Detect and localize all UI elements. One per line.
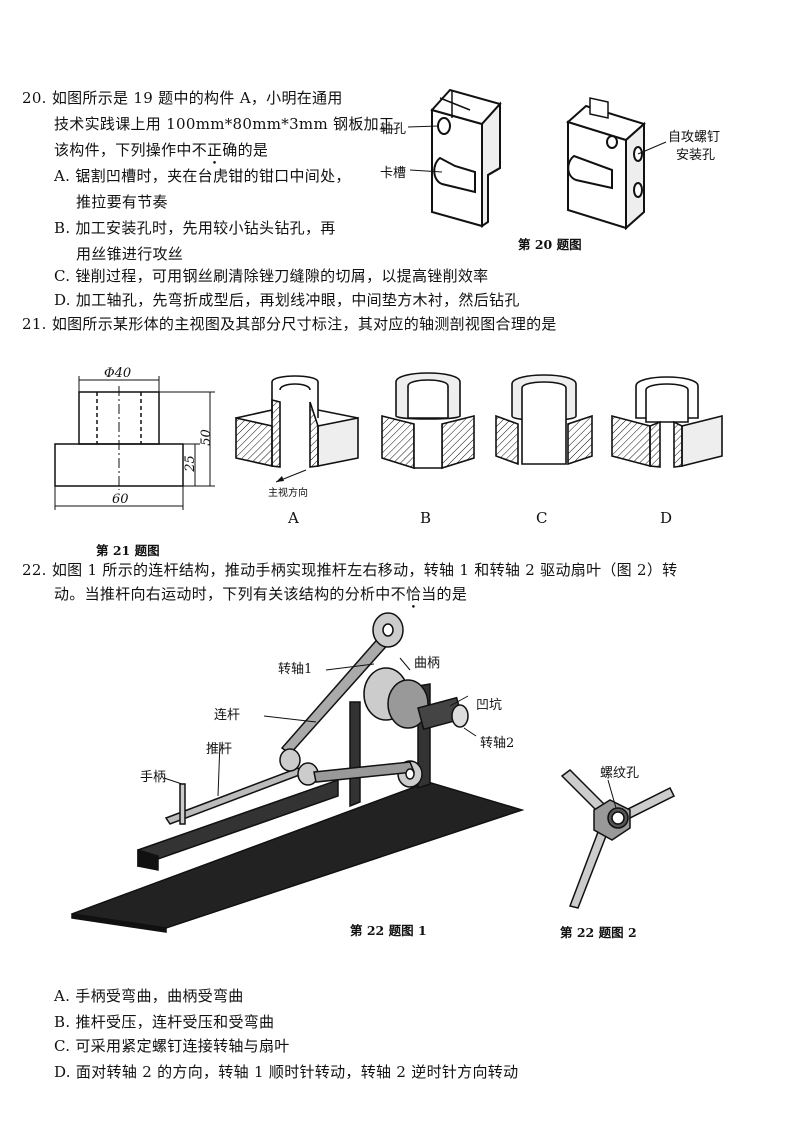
q22-option-b: B. 推杆受压，连杆受压和受弯曲: [54, 1013, 275, 1031]
q20-label-screw-hole-1: 自攻螺钉: [668, 130, 721, 145]
q20-option-b-line2: 用丝锥进行攻丝: [76, 245, 184, 263]
q21-dim-width: 60: [112, 492, 129, 507]
q20-caption: 第 20 题图: [518, 237, 582, 252]
q21-choice-b: B: [420, 509, 432, 527]
q20-option-c: C. 锉削过程，可用钢丝刷清除锉刀缝隙的切屑，以提高锉削效率: [54, 267, 489, 285]
q22-option-c: C. 可采用紧定螺钉连接转轴与扇叶: [54, 1037, 290, 1055]
q21-choice-c: C: [536, 509, 548, 527]
q21-dim-lower: 25: [182, 455, 198, 472]
q22-label-handle: 手柄: [140, 770, 167, 785]
q21-option-c-view: [495, 374, 593, 466]
q22-label-crank: 曲柄: [414, 656, 441, 671]
q22-caption-1: 第 22 题图 1: [350, 923, 427, 938]
q22-label-shaft2: 转轴2: [480, 736, 515, 751]
q21-option-b-view: [381, 372, 475, 470]
q21-dim-height: 50: [198, 429, 214, 446]
q21-stem: 21. 如图所示某形体的主视图及其部分尺寸标注，其对应的轴测剖视图合理的是: [22, 315, 557, 333]
q20-stem-prefix: 该构件，下列操作中: [54, 141, 192, 159]
q21-view-direction: 主视方向: [268, 488, 308, 499]
q22-option-d: D. 面对转轴 2 的方向，转轴 1 顺时针转动，转轴 2 逆时针方向转动: [54, 1063, 519, 1081]
q22-fan-blade-figure: [560, 769, 676, 909]
q21-front-view: [54, 376, 215, 510]
q21-choice-a: A: [288, 509, 300, 527]
q20-stem-line3: 该构件，下列操作中不正确的是: [54, 140, 268, 160]
q22-label-pit: 凹坑: [476, 698, 503, 713]
q20-option-d: D. 加工轴孔，先弯折成型后，再划线冲眼，中间垫方木衬，然后钻孔: [54, 291, 520, 309]
q22-emphasis: 不恰当: [391, 585, 437, 603]
q22-stem-line2: 动。当推杆向右运动时，下列有关该结构的分析中不恰当的是: [54, 584, 467, 604]
q21-dim-diameter: Φ40: [104, 366, 132, 381]
q22-label-thread-hole: 螺纹孔: [600, 766, 640, 781]
q22-stem-tail: 的是: [436, 585, 468, 603]
q20-label-shaft-hole: 轴孔: [380, 122, 407, 137]
q20-option-a-line2: 推拉要有节奏: [76, 193, 168, 211]
q21-choice-d: D: [660, 509, 673, 527]
q20-emphasis: 不正确: [192, 141, 238, 159]
q20-option-a-line1: A. 锯割凹槽时，夹在台虎钳的钳口中间处，: [54, 167, 351, 185]
q20-option-b-line1: B. 加工安装孔时，先用较小钻头钻孔，再: [54, 219, 336, 237]
q20-figure: [407, 88, 667, 231]
q20-label-slot: 卡槽: [380, 166, 407, 181]
q20-stem-line2: 技术实践课上用 100mm*80mm*3mm 钢板加工: [54, 115, 395, 133]
q21-option-a-view: [235, 375, 359, 468]
q22-linkage-figure: [71, 612, 525, 933]
view-direction-arrow-icon: [275, 469, 307, 483]
q21-caption: 第 21 题图: [96, 543, 160, 558]
q22-label-pushrod: 推杆: [206, 742, 233, 757]
q22-stem-prefix: 动。当推杆向右运动时，下列有关该结构的分析中: [54, 585, 391, 603]
q22-caption-2: 第 22 题图 2: [560, 925, 637, 940]
q20-label-screw-hole-2: 安装孔: [676, 148, 716, 163]
q22-label-shaft1: 转轴1: [278, 662, 313, 677]
q20-stem-tail: 的是: [237, 141, 269, 159]
q21-option-d-view: [611, 376, 723, 468]
q22-label-link: 连杆: [214, 708, 241, 723]
q22-stem-line1: 22. 如图 1 所示的连杆结构，推动手柄实现推杆左右移动，转轴 1 和转轴 2…: [22, 561, 678, 579]
q22-option-a: A. 手柄受弯曲，曲柄受弯曲: [54, 987, 244, 1005]
q20-stem-line1: 20. 如图所示是 19 题中的构件 A，小明在通用: [22, 89, 343, 107]
